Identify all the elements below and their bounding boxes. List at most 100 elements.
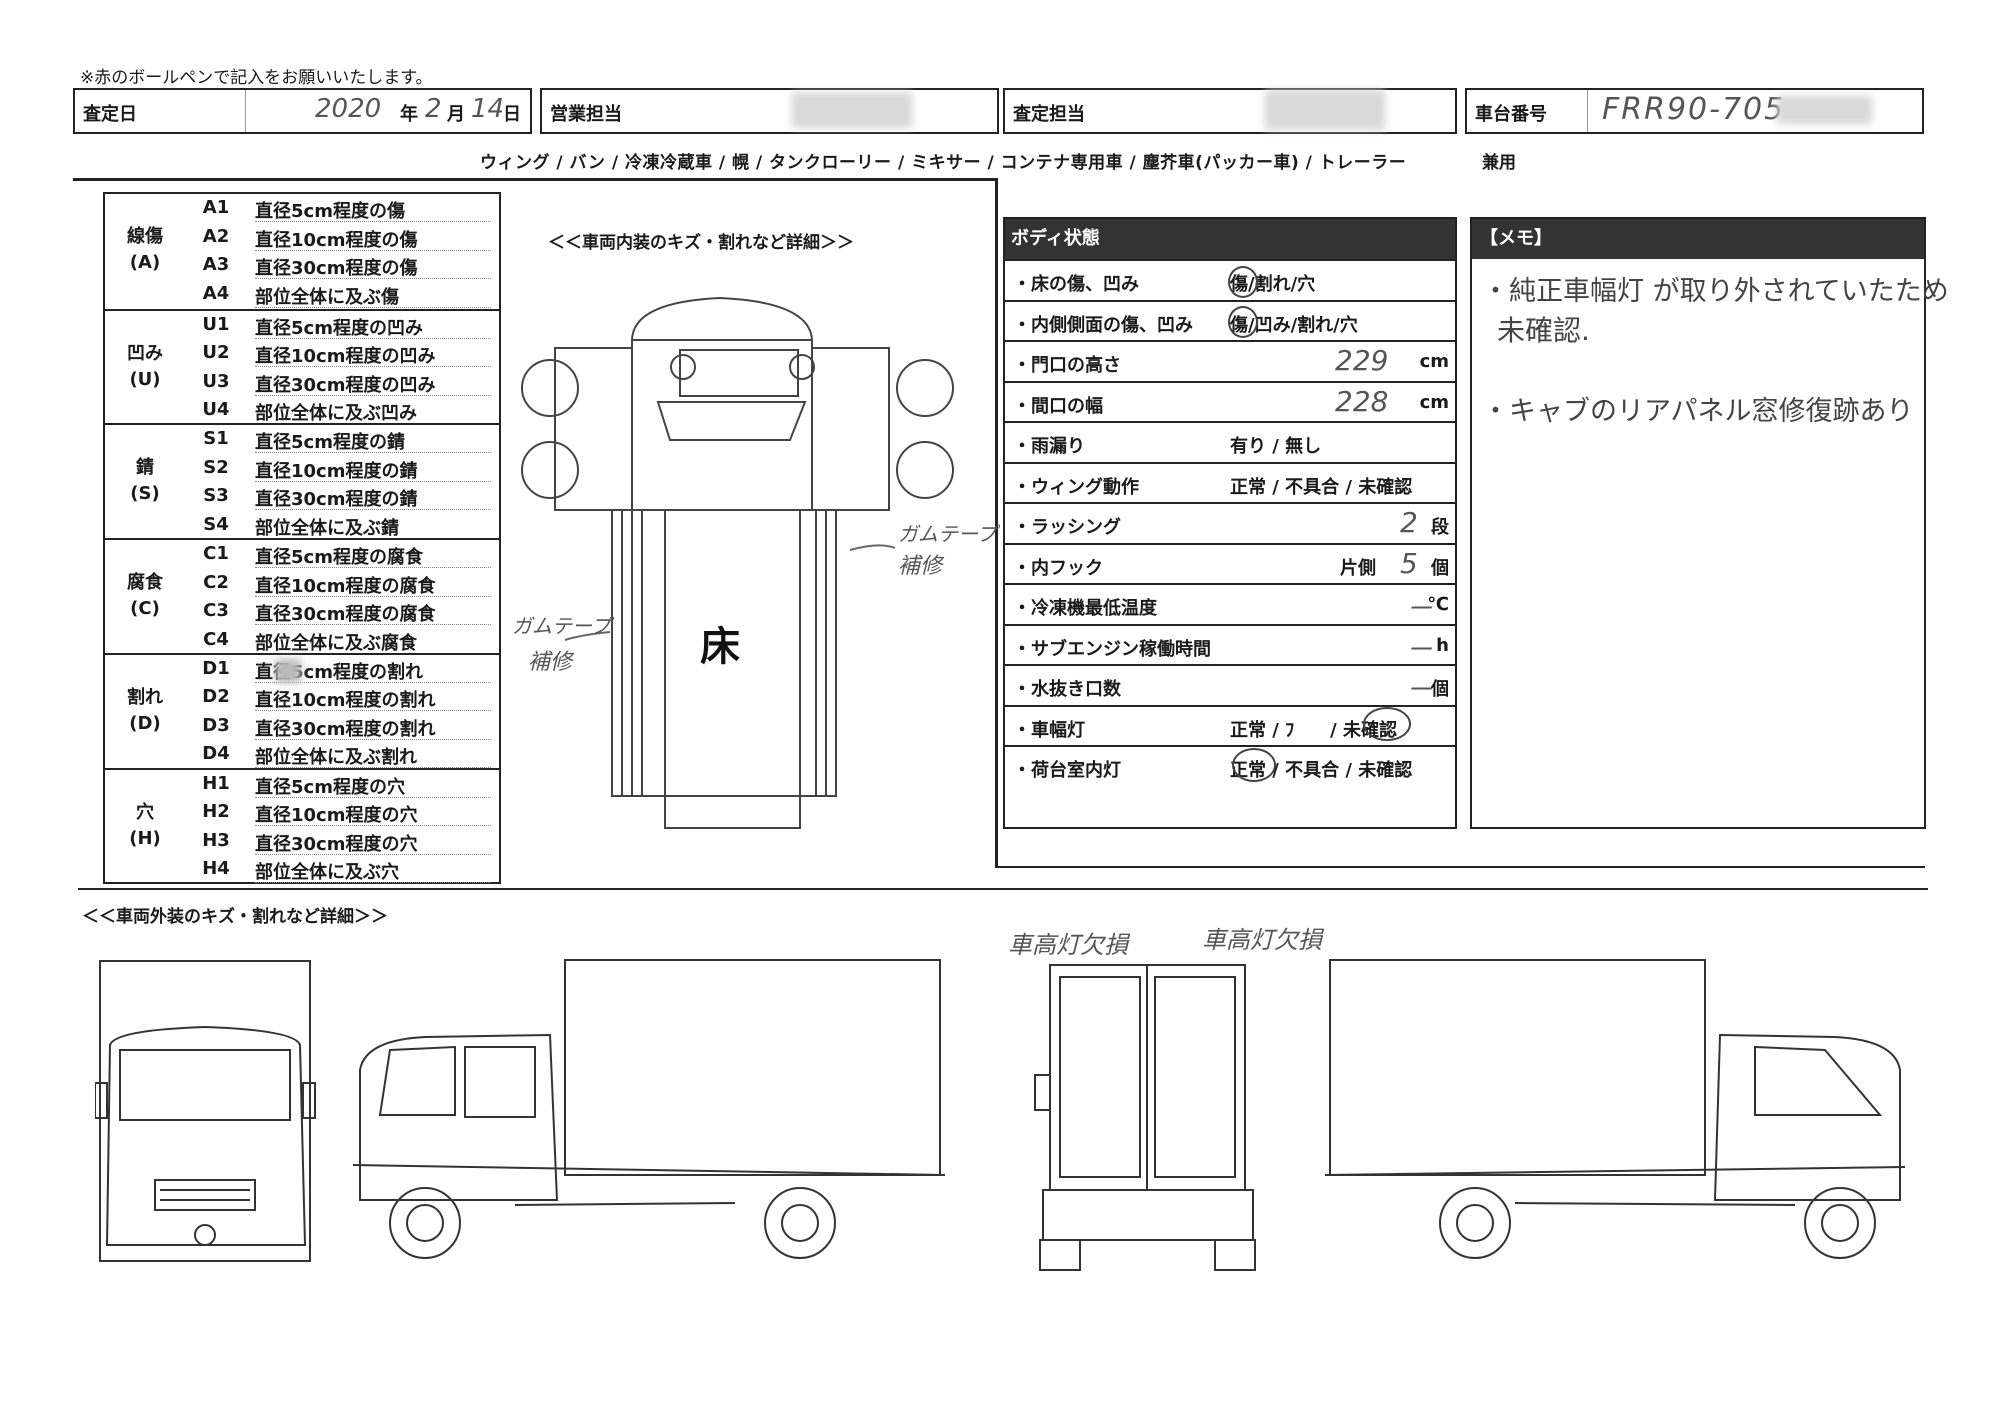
body-status-label: ・門口の高さ (1013, 355, 1121, 376)
memo-title: 【メモ】 (1472, 219, 1924, 259)
legend-group-name: 錆 (136, 457, 154, 479)
body-status-row: ・車幅灯正常 / ﾌ / 未確認 (1005, 704, 1455, 745)
legend-row: S4 部位全体に及ぶ錆 (105, 511, 499, 539)
interior-title: ＜＜車両内装のキズ・割れなど詳細＞＞ (548, 233, 854, 253)
body-status-title: ボディ状態 (1005, 219, 1455, 259)
month-unit: 月 (447, 104, 465, 125)
body-status-unit: h (1436, 634, 1449, 656)
legend-description: 直径10cm程度の割れ (255, 690, 436, 712)
interior-note-left-1: ガムテープ (512, 614, 611, 638)
exterior-title: ＜＜車両外装のキズ・割れなど詳細＞＞ (82, 907, 388, 927)
legend-code: C4 (203, 628, 229, 650)
memo-box: 【メモ】 ・純正車幅灯 が取り外されていたため 未確認. ・キャブのリアパネル窓… (1470, 217, 1949, 829)
memo-line-3: ・キャブのリアパネル窓修復跡あり (1482, 396, 1914, 427)
body-status-label: ・冷凍機最低温度 (1013, 598, 1157, 619)
legend-code: U2 (202, 342, 230, 364)
assessor-label: 査定担当 (1013, 104, 1085, 125)
legend-row-divider (255, 509, 491, 511)
legend-description: 直径30cm程度の割れ (255, 718, 436, 740)
exterior-note-1: 車高灯欠損 (1008, 931, 1128, 959)
day-unit: 日 (503, 104, 521, 125)
body-status-label: ・ラッシング (1013, 517, 1121, 538)
legend-group-name: 腐食 (127, 572, 163, 594)
body-status-handwritten-value: 5 (1400, 546, 1418, 580)
legend-description: 直径10cm程度の傷 (255, 229, 418, 251)
legend-code: U4 (202, 399, 230, 421)
circle-mark-unconfirmed (1363, 707, 1411, 741)
exterior-note-2: 車高灯欠損 (1202, 926, 1322, 954)
legend-code: S4 (203, 513, 229, 535)
date-day: 14 (471, 94, 505, 124)
frame-right-line (995, 178, 998, 868)
legend-row-divider (255, 738, 491, 740)
frame-top-line (73, 178, 998, 181)
legend-group-name: 割れ (127, 686, 163, 708)
legend-row: D3 直径30cm程度の割れ (105, 712, 499, 740)
redacted-assessor-name (1265, 90, 1385, 130)
body-status-label: ・荷台室内灯 (1013, 760, 1121, 781)
truck-left-side-view (352, 959, 946, 1259)
sales-label: 営業担当 (550, 104, 622, 125)
sales-box: 営業担当 (540, 88, 999, 134)
floor-label: 床 (700, 624, 740, 670)
legend-code: A2 (202, 225, 230, 247)
redacted-mark (275, 659, 301, 683)
legend-description: 直径30cm程度の腐食 (255, 604, 436, 626)
body-status-row: ・サブエンジン稼働時間－h (1005, 623, 1455, 666)
body-status-row: ・ウィング動作正常 / 不具合 / 未確認 (1005, 461, 1455, 502)
circle-mark-normal (1232, 748, 1276, 782)
date-month: 2 (425, 94, 442, 124)
legend-row-divider (255, 337, 491, 339)
body-status-row: ・内側側面の傷、凹み傷/凹み/割れ/穴 (1005, 299, 1455, 340)
legend-description: 部位全体に及ぶ錆 (255, 517, 399, 539)
legend-code: D2 (202, 686, 230, 708)
legend-description: 部位全体に及ぶ割れ (255, 747, 417, 769)
interior-note-right-2: 補修 (898, 554, 943, 579)
legend-code: D3 (202, 714, 230, 736)
section-divider (78, 888, 1928, 890)
legend-group-code: (S) (130, 483, 160, 505)
body-status-options: 傷/凹み/割れ/穴 (1230, 314, 1358, 336)
body-status-label: ・床の傷、凹み (1013, 274, 1139, 295)
body-status-label: ・ウィング動作 (1013, 476, 1139, 498)
exterior-truck-diagrams (95, 959, 1906, 1271)
circle-mark-scratch (1228, 266, 1258, 298)
legend-code: C1 (203, 543, 229, 565)
legend-description: 直径10cm程度の穴 (255, 805, 418, 826)
legend-description: 直径10cm程度の凹み (255, 346, 436, 368)
legend-description: 直径5cm程度の穴 (255, 776, 405, 798)
legend-row: A4 部位全体に及ぶ傷 (105, 280, 499, 308)
legend-row-divider (255, 853, 491, 855)
legend-description: 直径30cm程度の穴 (255, 833, 418, 855)
body-status-options: 片側 (1340, 557, 1376, 579)
body-status-handwritten-value: 2 (1400, 506, 1418, 539)
legend-group-code: (A) (129, 252, 161, 273)
legend-code: A4 (202, 282, 230, 304)
body-status-handwritten-value: － (1405, 592, 1434, 625)
assessor-box: 査定担当 (1003, 88, 1457, 134)
legend-row-divider (255, 624, 491, 626)
body-status-label: ・雨漏り (1013, 436, 1085, 457)
body-status-unit: 段 (1431, 517, 1449, 538)
legend-description: 部位全体に及ぶ傷 (255, 286, 399, 308)
interior-floor-diagram: 床 (521, 296, 954, 829)
redacted-chassis-suffix (1777, 96, 1872, 124)
body-status-options: 正常 / ﾌ / 未確認 (1230, 719, 1397, 741)
legend-group-code: (C) (130, 598, 160, 620)
legend-row-divider (255, 366, 491, 368)
